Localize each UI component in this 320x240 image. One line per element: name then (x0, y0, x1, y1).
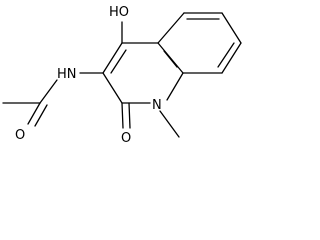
ring-bond (166, 72, 184, 101)
benzene-bond (221, 12, 242, 44)
amide-nh-label: HN (57, 67, 77, 82)
acetyl-carbonyl-bond (27, 102, 41, 125)
ring-bond (102, 42, 123, 74)
benzene-double-bond (217, 42, 235, 68)
hydroxyl-label: HO (109, 5, 129, 20)
ring-nitrogen-label: N (152, 98, 162, 113)
acetyl-oxygen-label: O (15, 128, 25, 143)
acetyl-carbonyl-double-bond (34, 104, 48, 127)
ring-double-bond (110, 49, 127, 74)
chemical-structure-diagram: HO HN O O N (2, 5, 242, 146)
benzene-double-bond (163, 50, 178, 68)
acetyl-bond (39, 79, 58, 104)
benzene-bond (221, 42, 242, 74)
n-methyl-bond (159, 110, 180, 138)
ring-carbonyl-oxygen-label: O (121, 131, 131, 146)
ring-carbonyl-bond (121, 102, 124, 129)
benzene-bond (157, 12, 185, 44)
ring-bond (102, 72, 123, 104)
ring-carbonyl-double-bond (128, 102, 131, 129)
